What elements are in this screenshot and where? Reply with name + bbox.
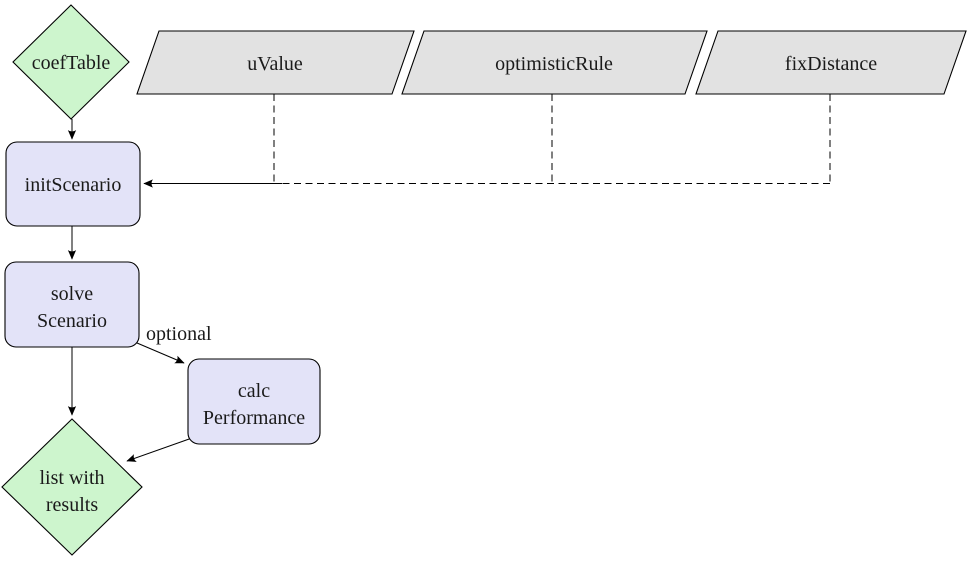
list-with-results-diamond-shape [1, 418, 143, 556]
node-u-value: uValue [136, 30, 415, 95]
node-coef-table: coefTable [12, 4, 130, 120]
node-solve-scenario: solve Scenario [4, 261, 140, 348]
optional-edge-label: optional [146, 323, 212, 345]
optimistic-rule-parallelogram-shape [401, 30, 708, 95]
coef-table-label: coefTable [32, 52, 111, 74]
list-with-results-label-line2: results [46, 494, 98, 516]
init-scenario-box-shape [5, 141, 141, 227]
optimistic-rule-label: optimisticRule [495, 53, 613, 75]
node-list-with-results: list with results [1, 418, 143, 556]
coef-table-diamond-shape [12, 4, 130, 120]
list-with-results-label-line1: list with [39, 467, 104, 489]
edge-calcperformance-to-results [126, 437, 193, 462]
fix-distance-parallelogram-shape [695, 30, 967, 95]
u-value-parallelogram-shape [136, 30, 415, 95]
edge-solvescenario-to-calcperformance [129, 339, 185, 364]
init-scenario-label: initScenario [25, 174, 122, 196]
calc-performance-box-shape [187, 358, 321, 445]
calc-performance-label-line1: calc [238, 380, 270, 402]
node-calc-performance: calc Performance [187, 358, 321, 445]
edges [67, 94, 831, 462]
fix-distance-label: fixDistance [785, 53, 877, 75]
solve-scenario-box-shape [4, 261, 140, 348]
solve-scenario-label-line2: Scenario [37, 310, 107, 332]
calc-performance-label-line2: Performance [203, 407, 305, 429]
node-fix-distance: fixDistance [695, 30, 967, 95]
node-optimistic-rule: optimisticRule [401, 30, 708, 95]
solve-scenario-label-line1: solve [51, 283, 93, 305]
u-value-label: uValue [247, 53, 303, 75]
node-init-scenario: initScenario [5, 141, 141, 227]
